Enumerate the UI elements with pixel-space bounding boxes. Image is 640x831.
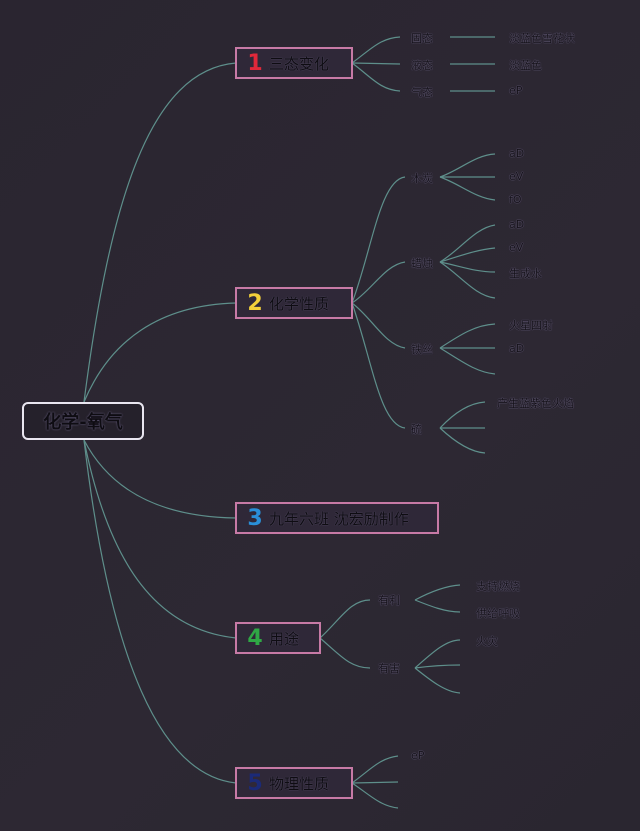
- iron-leaf-1[interactable]: 火星四射: [509, 319, 553, 332]
- branch-label-credit: 九年六班 沈宏励制作: [269, 509, 409, 528]
- branch-label-chemistry: 化学性质: [269, 294, 330, 313]
- connector-root-branch2: [83, 302, 237, 403]
- charcoal-leaf-3[interactable]: fO: [509, 193, 522, 206]
- branch-number-3: 3: [247, 505, 263, 531]
- branch-number-2: 2: [247, 290, 263, 316]
- use-bad-node[interactable]: 有害: [378, 662, 400, 675]
- charcoal-node[interactable]: 木炭: [411, 172, 433, 185]
- candle-leaf-3[interactable]: 生成水: [509, 267, 542, 280]
- iron-leaf-2[interactable]: aD: [509, 342, 525, 355]
- connector-root-branch3: [83, 439, 237, 519]
- candle-node[interactable]: 蜡烛: [411, 257, 433, 270]
- connector-root-branch1: [83, 62, 237, 403]
- sulfur-node[interactable]: 硫: [411, 423, 422, 436]
- branch-credit[interactable]: 3 九年六班 沈宏励制作: [235, 502, 439, 534]
- charcoal-leaf-1[interactable]: aD: [509, 147, 525, 160]
- use-good-leaf-1[interactable]: 支持燃烧: [476, 580, 520, 593]
- use-good-node[interactable]: 有利: [378, 594, 400, 607]
- branch-number-1: 1: [247, 50, 263, 76]
- state-gas-detail[interactable]: eP: [509, 84, 523, 97]
- connector-root-branch5: [83, 439, 237, 784]
- branch-label-states: 三态变化: [269, 54, 330, 73]
- branch-states[interactable]: 1 三态变化: [235, 47, 353, 79]
- branch-number-4: 4: [247, 625, 263, 651]
- state-liquid[interactable]: 液态: [411, 59, 433, 72]
- branch-label-uses: 用途: [269, 629, 300, 648]
- physical-leaf-1[interactable]: eP: [411, 749, 425, 762]
- branch-chemistry[interactable]: 2 化学性质: [235, 287, 353, 319]
- candle-leaf-2[interactable]: eV: [509, 241, 524, 254]
- root-label: 化学-氧气: [43, 412, 123, 433]
- charcoal-leaf-2[interactable]: eV: [509, 170, 524, 183]
- connector-root-branch4: [83, 439, 237, 639]
- use-good-leaf-2[interactable]: 供给呼吸: [476, 607, 520, 620]
- branch-label-physical: 物理性质: [269, 774, 330, 793]
- root-node[interactable]: 化学-氧气: [22, 402, 144, 440]
- sulfur-leaf-1[interactable]: 产生蓝紫色火焰: [497, 397, 574, 410]
- state-solid-detail[interactable]: 淡蓝色雪花状: [509, 32, 575, 45]
- branch-physical[interactable]: 5 物理性质: [235, 767, 353, 799]
- state-solid[interactable]: 固态: [411, 32, 433, 45]
- state-liquid-detail[interactable]: 淡蓝色: [509, 59, 542, 72]
- state-gas[interactable]: 气态: [411, 86, 433, 99]
- iron-node[interactable]: 铁丝: [411, 343, 433, 356]
- branch-number-5: 5: [247, 770, 263, 796]
- use-bad-leaf-1[interactable]: 火灾: [476, 635, 498, 648]
- branch-uses[interactable]: 4 用途: [235, 622, 321, 654]
- candle-leaf-1[interactable]: aD: [509, 218, 525, 231]
